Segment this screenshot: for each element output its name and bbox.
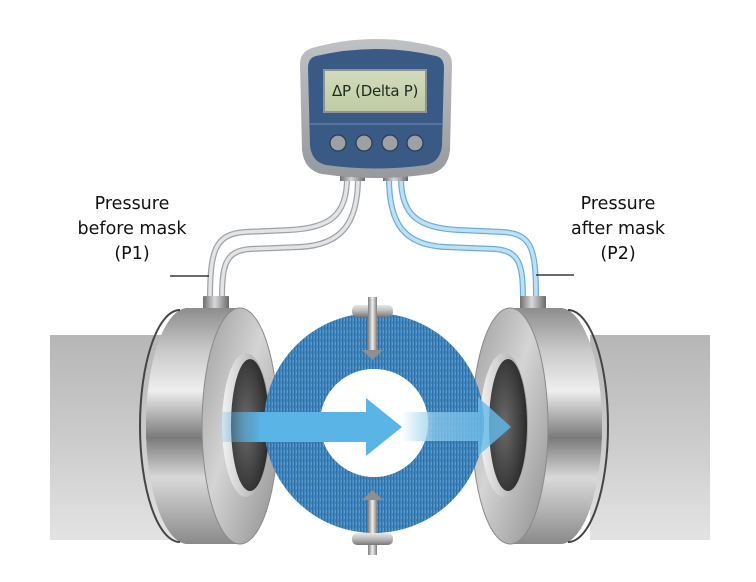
tube-upstream: [207, 175, 361, 303]
meter-button-2[interactable]: [355, 134, 373, 152]
label-pressure-after-mask: Pressure after mask (P2): [562, 192, 674, 267]
meter-display-text: ΔP (Delta P): [331, 82, 418, 100]
label-p1-line-1: Pressure: [94, 194, 170, 214]
meter-button-4[interactable]: [406, 134, 424, 152]
label-pressure-before-mask: Pressure before mask (P1): [67, 192, 197, 267]
clamp-pin-top: [352, 297, 393, 360]
label-p2-line-1: Pressure: [580, 194, 656, 214]
tube-downstream: [386, 175, 539, 303]
flow-arrow-exit-icon: [402, 397, 511, 456]
clamp-pin-bottom: [352, 490, 393, 555]
flow-arrow-icon: [260, 398, 402, 456]
label-p1-line-2: before mask: [77, 219, 187, 239]
pipe-right: [590, 335, 710, 540]
label-p2-line-2: after mask: [571, 219, 665, 239]
meter-buttons: [329, 134, 424, 152]
meter-button-3[interactable]: [381, 134, 399, 152]
meter-button-1[interactable]: [329, 134, 347, 152]
label-p1-line-3: (P1): [114, 244, 150, 264]
flange-left: [139, 307, 279, 545]
label-p2-line-3: (P2): [600, 244, 636, 264]
flange-right: [471, 307, 609, 545]
